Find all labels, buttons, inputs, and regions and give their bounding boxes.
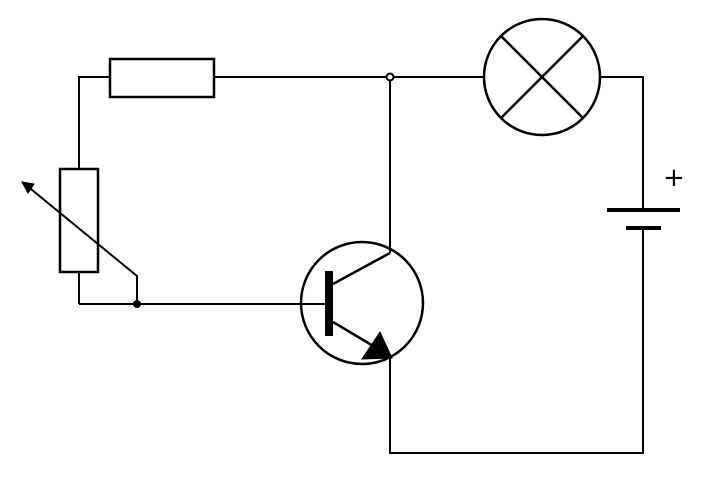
wire-lamp-to-battery bbox=[600, 76, 644, 210]
transistor-base-bar bbox=[325, 271, 333, 336]
wires bbox=[78, 76, 644, 454]
wire-top-left bbox=[78, 76, 110, 168]
variable-resistor-arrow-head bbox=[21, 181, 35, 194]
battery: + bbox=[607, 163, 685, 230]
variable-resistor-body bbox=[58, 167, 100, 274]
variable-resistor bbox=[21, 167, 138, 304]
lamp-cross-b bbox=[500, 35, 584, 119]
transistor-emitter-arrow bbox=[361, 330, 393, 360]
battery-plus-label: + bbox=[663, 163, 685, 193]
lamp bbox=[482, 17, 602, 137]
junction-base bbox=[133, 300, 141, 308]
variable-resistor-arrow-shaft bbox=[25, 184, 138, 304]
transistor bbox=[299, 240, 425, 366]
lamp-circle bbox=[482, 17, 602, 137]
fixed-resistor bbox=[108, 57, 216, 99]
wire-battery-to-emitter bbox=[389, 228, 644, 454]
junction-top bbox=[385, 72, 395, 82]
transistor-circle bbox=[299, 240, 425, 366]
transistor-collector-lead bbox=[332, 251, 391, 286]
